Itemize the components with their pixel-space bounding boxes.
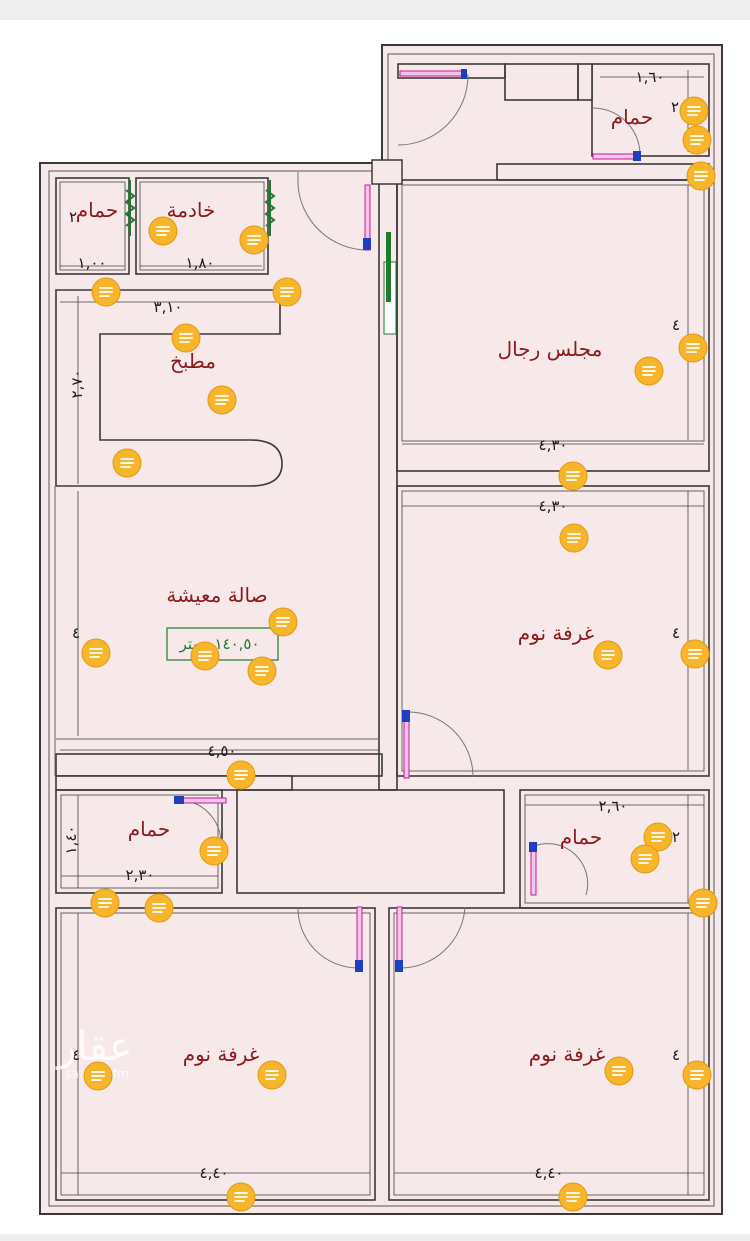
dim-bath-rm-width: ٢,٦٠ [599, 797, 628, 815]
note-icon[interactable] [171, 323, 201, 353]
dimension-lines [60, 70, 704, 1195]
note-icon[interactable] [558, 1182, 588, 1212]
note-icon[interactable] [268, 607, 298, 637]
dim-bath-maid-height: ٢ [69, 208, 77, 226]
note-icon[interactable] [593, 640, 623, 670]
room-label-majlis: مجلس رجال [498, 337, 603, 361]
note-icon[interactable] [688, 888, 718, 918]
bottom-bar [0, 1234, 750, 1241]
note-icon[interactable] [630, 844, 660, 874]
dim-majlis-width: ٤,٣٠ [539, 436, 568, 454]
dim-bed-mid-width: ٤,٣٠ [539, 497, 568, 515]
dim-bath-tr-height: ٢ [671, 98, 679, 116]
room-label-kitchen: مطبخ [170, 349, 216, 373]
dim-living-width: ٤,٥٠ [208, 742, 237, 760]
room-label-bath-maid: حمام [76, 198, 118, 222]
inner-walls [54, 181, 705, 1196]
dim-majlis-height: ٤ [672, 316, 680, 334]
dim-bed-br-width: ٤,٤٠ [535, 1164, 564, 1182]
dim-kitchen-width: ٣,١٠ [154, 298, 183, 316]
area-value: ١٤٠,٥٠ [214, 635, 259, 653]
top-bar [0, 0, 750, 20]
dim-bed-bl-width: ٤,٤٠ [200, 1164, 229, 1182]
room-label-bath-right-mid: حمام [560, 825, 602, 849]
maid-partition-right [264, 180, 276, 236]
note-icon[interactable] [207, 385, 237, 415]
note-icon[interactable] [272, 277, 302, 307]
note-icon[interactable] [148, 216, 178, 246]
note-icon[interactable] [680, 639, 710, 669]
note-icon[interactable] [239, 225, 269, 255]
room-label-bedroom-mid-right: غرفة نوم [518, 621, 594, 645]
note-icon[interactable] [678, 333, 708, 363]
note-icon[interactable] [247, 656, 277, 686]
note-icon[interactable] [90, 888, 120, 918]
maid-partition-left [124, 180, 136, 236]
note-icon[interactable] [144, 893, 174, 923]
dim-bed-bl-height: ٤ [72, 1046, 80, 1064]
dim-bath-maid-width: ١,٠٠ [78, 254, 107, 272]
note-icon[interactable] [634, 356, 664, 386]
room-label-bath-top-right: حمام [611, 105, 653, 129]
note-icon[interactable] [558, 461, 588, 491]
dim-maid-width: ١,٨٠ [186, 254, 215, 272]
room-label-living: صالة معيشة [166, 583, 267, 607]
dim-bed-mid-height: ٤ [672, 624, 680, 642]
note-icon[interactable] [257, 1060, 287, 1090]
note-icon[interactable] [190, 641, 220, 671]
note-icon[interactable] [682, 125, 712, 155]
note-icon[interactable] [643, 822, 673, 852]
note-icon[interactable] [682, 1060, 712, 1090]
note-icon[interactable] [81, 638, 111, 668]
door-leaves [174, 69, 641, 972]
note-icon[interactable] [83, 1061, 113, 1091]
dim-bath-lm-width: ٢,٣٠ [126, 866, 155, 884]
note-markers [81, 96, 718, 1212]
note-icon[interactable] [112, 448, 142, 478]
note-icon[interactable] [226, 1182, 256, 1212]
dim-bath-rm-height: ٢ [672, 828, 680, 846]
entrance-column [371, 159, 403, 185]
note-icon[interactable] [226, 760, 256, 790]
dim-bath-lm-height: ١,٤٠ [62, 826, 80, 855]
note-icon[interactable] [559, 523, 589, 553]
note-icon[interactable] [679, 96, 709, 126]
note-icon[interactable] [686, 161, 716, 191]
dim-living-height: ٤ [72, 624, 80, 642]
area-box [166, 627, 279, 661]
dim-bed-br-height: ٤ [672, 1046, 680, 1064]
note-icon[interactable] [604, 1056, 634, 1086]
room-label-bath-left-mid: حمام [128, 817, 170, 841]
room-label-maid: خادمة [167, 198, 216, 222]
room-label-bedroom-bottom-left: غرفة نوم [183, 1042, 259, 1066]
dim-kitchen-height: ٢,٧٠ [68, 370, 86, 399]
dim-bath-tr-width: ١,٦٠ [636, 68, 665, 86]
note-icon[interactable] [199, 836, 229, 866]
note-icon[interactable] [91, 277, 121, 307]
room-label-bedroom-bottom-right: غرفة نوم [529, 1042, 605, 1066]
